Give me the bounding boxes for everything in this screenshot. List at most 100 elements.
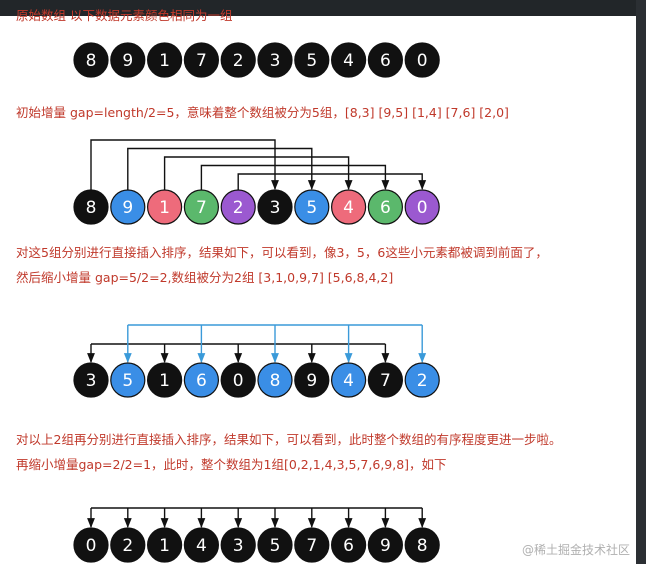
connector-gap5-group-2 bbox=[127, 147, 316, 190]
row-3-node-5-label: 8 bbox=[270, 371, 281, 391]
caption-original-array: 原始数组 以下数据元素颜色相同为一组 bbox=[16, 8, 233, 23]
watermark: @稀土掘金技术社区 bbox=[521, 543, 630, 557]
row-1-node-6-circle bbox=[294, 42, 330, 78]
row-3-node-6-label: 9 bbox=[306, 371, 317, 391]
row-2-node-6: 5 bbox=[294, 189, 330, 225]
row-3-node-1-label: 5 bbox=[122, 371, 133, 391]
connector-lines bbox=[87, 139, 427, 528]
row-4-node-2-label: 1 bbox=[159, 536, 170, 556]
row-4-node-7-label: 6 bbox=[343, 536, 354, 556]
row-2-node-4: 2 bbox=[220, 189, 256, 225]
row-1-node-4-label: 2 bbox=[233, 51, 244, 71]
row-1-node-5: 3 bbox=[257, 42, 293, 78]
row-2-node-6-label: 5 bbox=[306, 198, 317, 218]
row-1-node-3-label: 7 bbox=[196, 51, 207, 71]
caption-after-gap-5-sort: 对这5组分别进行直接插入排序，结果如下，可以看到，像3，5，6这些小元素都被调到… bbox=[16, 245, 548, 260]
row-1-node-4-circle bbox=[220, 42, 256, 78]
row-4-node-2: 1 bbox=[147, 527, 183, 563]
row-4-node-8: 9 bbox=[367, 527, 403, 563]
row-1-node-1-label: 9 bbox=[122, 51, 133, 71]
row-1-node-2-circle bbox=[147, 42, 183, 78]
row-2-node-0-label: 8 bbox=[86, 198, 97, 218]
row-2-node-2: 1 bbox=[147, 189, 183, 225]
row-1-node-7-circle bbox=[331, 42, 367, 78]
row-1-node-3: 7 bbox=[183, 42, 219, 78]
connector-gap5-group-5 bbox=[237, 173, 427, 190]
caption-gap-5: 初始增量 gap=length/2=5，意味着整个数组被分为5组，[8,3] [… bbox=[16, 105, 509, 120]
row-1-node-0-circle bbox=[73, 42, 109, 78]
row-4-node-1-circle bbox=[110, 527, 146, 563]
row-3-node-7-label: 4 bbox=[343, 371, 354, 391]
row-3-node-9: 2 bbox=[404, 362, 440, 398]
row-2-node-3: 7 bbox=[183, 189, 219, 225]
row-2-node-9-label: 0 bbox=[417, 198, 428, 218]
row-2-node-8-circle bbox=[367, 189, 403, 225]
row-3-node-1-circle bbox=[110, 362, 146, 398]
row-1-node-8-circle bbox=[367, 42, 403, 78]
row-2-node-9: 0 bbox=[404, 189, 440, 225]
row-3-node-1: 5 bbox=[110, 362, 146, 398]
row-1-node-8-label: 6 bbox=[380, 51, 391, 71]
row-1-node-9: 0 bbox=[404, 42, 440, 78]
row-4-node-1-label: 2 bbox=[122, 536, 133, 556]
row-2-node-4-label: 2 bbox=[233, 198, 244, 218]
row-3-node-8: 7 bbox=[367, 362, 403, 398]
row-2-node-0-circle bbox=[73, 189, 109, 225]
row-3-node-4: 0 bbox=[220, 362, 256, 398]
row-3-node-5: 8 bbox=[257, 362, 293, 398]
row-4-node-9-circle bbox=[404, 527, 440, 563]
row-4-node-7-circle bbox=[331, 527, 367, 563]
row-2-node-4-circle bbox=[220, 189, 256, 225]
row-4-node-6-label: 7 bbox=[306, 536, 317, 556]
row-1-node-0: 8 bbox=[73, 42, 109, 78]
right-dark-bar bbox=[636, 0, 646, 564]
row-4-node-9-label: 8 bbox=[417, 536, 428, 556]
row-3-node-2-label: 1 bbox=[159, 371, 170, 391]
row-4-node-5-label: 5 bbox=[270, 536, 281, 556]
row-1-node-6-label: 5 bbox=[306, 51, 317, 71]
row-3-node-2-circle bbox=[147, 362, 183, 398]
row-1-node-3-circle bbox=[183, 42, 219, 78]
row-2-node-9-circle bbox=[404, 189, 440, 225]
row-4-node-3-label: 4 bbox=[196, 536, 207, 556]
row-1-node-1: 9 bbox=[110, 42, 146, 78]
row-3-node-0-circle bbox=[73, 362, 109, 398]
row-1-node-5-label: 3 bbox=[270, 51, 281, 71]
connector-gap5-group-3 bbox=[163, 156, 353, 190]
row-1-node-0-label: 8 bbox=[86, 51, 97, 71]
row-3-node-6: 9 bbox=[294, 362, 330, 398]
row-1-node-9-circle bbox=[404, 42, 440, 78]
row-4-node-0-circle bbox=[73, 527, 109, 563]
row-2-node-3-label: 7 bbox=[196, 198, 207, 218]
row-3-node-9-circle bbox=[404, 362, 440, 398]
row-1-node-1-circle bbox=[110, 42, 146, 78]
row-1-node-2: 1 bbox=[147, 42, 183, 78]
row-2-node-2-label: 1 bbox=[159, 198, 170, 218]
caption-gap-1: 再缩小增量gap=2/2=1，此时，整个数组为1组[0,2,1,4,3,5,7,… bbox=[16, 457, 447, 472]
row-1-node-4: 2 bbox=[220, 42, 256, 78]
row-4-node-0: 0 bbox=[73, 527, 109, 563]
row-3-node-0-label: 3 bbox=[86, 371, 97, 391]
row-4-node-8-label: 9 bbox=[380, 536, 391, 556]
row-1-node-7: 4 bbox=[331, 42, 367, 78]
row-4-node-5: 5 bbox=[257, 527, 293, 563]
row-4-node-6-circle bbox=[294, 527, 330, 563]
row-3-node-9-label: 2 bbox=[417, 371, 428, 391]
row-3-node-2: 1 bbox=[147, 362, 183, 398]
row-4-node-3-circle bbox=[183, 527, 219, 563]
row-3-node-5-circle bbox=[257, 362, 293, 398]
row-1-node-5-circle bbox=[257, 42, 293, 78]
row-4-node-6: 7 bbox=[294, 527, 330, 563]
row-1-node-2-label: 1 bbox=[159, 51, 170, 71]
row-4-node-0-label: 0 bbox=[86, 536, 97, 556]
row-2-node-1-circle bbox=[110, 189, 146, 225]
row-2-node-5-circle bbox=[257, 189, 293, 225]
row-4-node-1: 2 bbox=[110, 527, 146, 563]
row-3-node-8-circle bbox=[367, 362, 403, 398]
row-2-node-1-label: 9 bbox=[122, 198, 133, 218]
row-3-node-3-label: 6 bbox=[196, 371, 207, 391]
row-4-node-4-label: 3 bbox=[233, 536, 244, 556]
row-1-node-6: 5 bbox=[294, 42, 330, 78]
row-3-node-3: 6 bbox=[183, 362, 219, 398]
row-4-node-7: 6 bbox=[331, 527, 367, 563]
